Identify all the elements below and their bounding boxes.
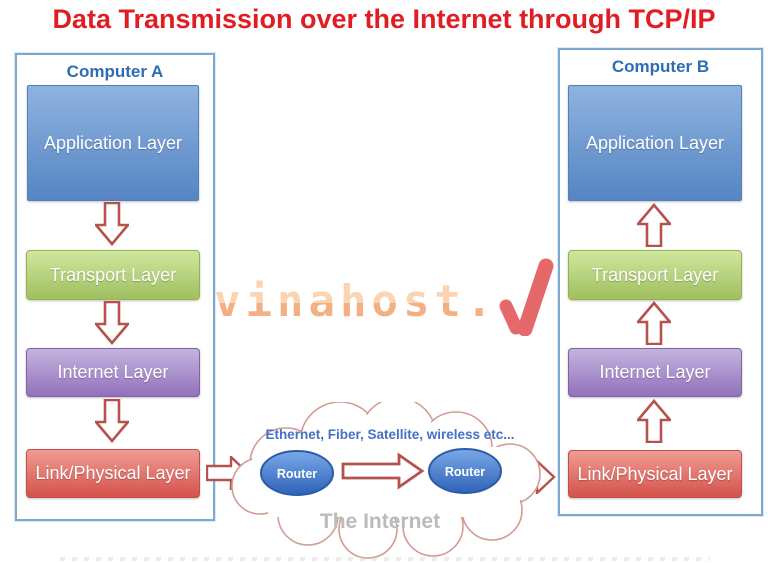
cropped-caption-remnant — [60, 557, 710, 561]
computer-a-link-physical-layer: Link/Physical Layer — [26, 449, 200, 498]
computer-a-label: Computer A — [66, 62, 164, 81]
right-arrow-router-to-router-icon — [341, 452, 425, 490]
computer-b-internet-layer: Internet Layer — [568, 348, 742, 397]
router-right — [428, 448, 502, 494]
computer-b-link-physical-layer: Link/Physical Layer — [568, 450, 742, 498]
router-left-label: Router — [277, 467, 317, 481]
down-arrow-icon — [95, 399, 129, 443]
computer-a-application-layer: Application Layer — [27, 85, 199, 201]
watermark: vinahost. — [214, 274, 497, 334]
up-arrow-icon — [637, 203, 671, 247]
computer-a-transport-layer: Transport Layer — [26, 250, 200, 300]
watermark-check-icon — [499, 258, 554, 336]
computer-a-internet-layer: Internet Layer — [26, 348, 200, 397]
down-arrow-icon — [95, 202, 129, 246]
computer-b-transport-layer: Transport Layer — [568, 250, 742, 300]
router-right-label: Router — [445, 465, 485, 479]
router-left — [260, 450, 334, 496]
cloud-media-label: Ethernet, Fiber, Satellite, wireless etc… — [265, 427, 514, 442]
watermark-text: vinahost. — [214, 274, 497, 330]
up-arrow-icon — [637, 399, 671, 443]
up-arrow-icon — [637, 301, 671, 345]
page-title: Data Transmission over the Internet thro… — [52, 4, 716, 34]
computer-b-label: Computer B — [611, 57, 710, 76]
cloud-internet-label: The Internet — [320, 510, 440, 533]
down-arrow-icon — [95, 301, 129, 345]
computer-b-application-layer: Application Layer — [568, 85, 742, 201]
internet-cloud: Ethernet, Fiber, Satellite, wireless etc… — [231, 402, 541, 559]
